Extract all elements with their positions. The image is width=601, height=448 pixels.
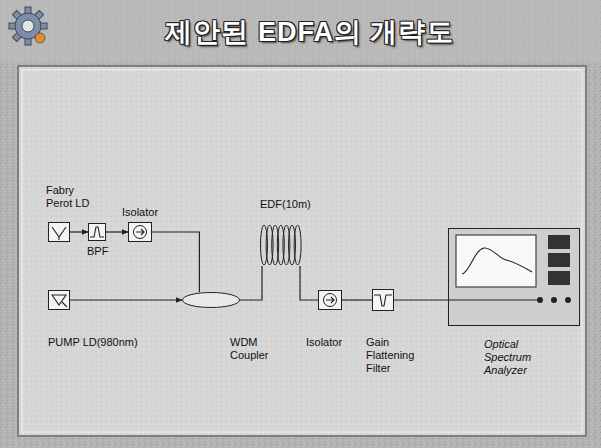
title-band: [0, 0, 601, 62]
gain-flattening-filter-symbol: [372, 289, 394, 311]
coupler-outline: [183, 293, 240, 308]
analyzer-button: [548, 253, 570, 267]
component-box: [319, 291, 342, 310]
gain-flattening-filter: Gain Flattening Filter: [372, 289, 394, 311]
fiber-connection: [106, 231, 128, 232]
pump-laser-diode-symbol: [48, 290, 70, 310]
component-label: PUMP LD(980nm): [48, 336, 138, 349]
analyzer-port: [551, 297, 557, 303]
isolator: Isolator: [318, 290, 342, 310]
analyzer-body: [449, 229, 580, 326]
fiber-connection: [342, 299, 372, 300]
component-label: WDM Coupler: [230, 336, 280, 362]
component-label: BPF: [87, 245, 108, 258]
fiber-connection: [394, 299, 448, 300]
isolator: Isolator: [128, 222, 152, 242]
diagram-panel: [18, 66, 586, 436]
isolator-ring: [324, 294, 337, 307]
component-box: [129, 223, 152, 242]
analyzer-port: [537, 297, 543, 303]
slide-title: 제안된 EDFA의 개략도: [60, 14, 560, 50]
component-label: Isolator: [122, 206, 158, 219]
fiber-connection: [152, 232, 199, 292]
fiber-connection: [300, 266, 318, 300]
component-mark: [136, 229, 144, 235]
analyzer-screen: [456, 235, 536, 287]
fiber-winding: [294, 225, 301, 265]
spectrum-analyzer: Optical Spectrum Analyzer: [448, 228, 580, 326]
analyzer-button: [548, 235, 570, 249]
component-box: [373, 290, 394, 311]
laser-diode: Fabry Perot LD: [48, 222, 70, 242]
component-mark: [52, 295, 67, 307]
analyzer-button: [548, 271, 570, 285]
component-mark: [462, 248, 532, 274]
component-box: [49, 291, 70, 310]
pump-laser-diode: PUMP LD(980nm): [48, 290, 70, 310]
analyzer-port: [565, 297, 571, 303]
erbium-fiber-coil: EDF(10m): [258, 224, 304, 266]
component-label: Fabry Perot LD: [46, 184, 96, 210]
fiber-connection: [70, 299, 182, 300]
input-fiber: [448, 299, 540, 300]
component-label: EDF(10m): [260, 198, 311, 211]
isolator-ring: [134, 226, 147, 239]
laser-diode-symbol: [48, 222, 70, 242]
fiber-connection: [240, 266, 262, 300]
spectrum-analyzer-symbol: [448, 228, 580, 326]
wdm-coupler: WDM Coupler: [182, 292, 240, 308]
isolator-symbol: [318, 290, 342, 310]
component-label: Gain Flattening Filter: [366, 336, 426, 375]
band-pass-filter: BPF: [88, 223, 106, 241]
component-box: [49, 223, 70, 242]
band-pass-filter-symbol: [88, 223, 106, 241]
component-box: [89, 224, 106, 241]
component-label: Optical Spectrum Analyzer: [484, 338, 564, 377]
fiber-connection: [70, 231, 88, 232]
component-mark: [374, 295, 392, 306]
wdm-coupler-symbol: [182, 292, 240, 308]
isolator-symbol: [128, 222, 152, 242]
component-mark: [90, 227, 104, 237]
component-label: Isolator: [306, 336, 342, 349]
gear-icon: [9, 7, 47, 45]
erbium-fiber-coil-symbol: [258, 224, 304, 266]
component-mark: [52, 227, 66, 240]
component-mark: [326, 297, 334, 303]
panel-inner-border: [22, 70, 582, 432]
